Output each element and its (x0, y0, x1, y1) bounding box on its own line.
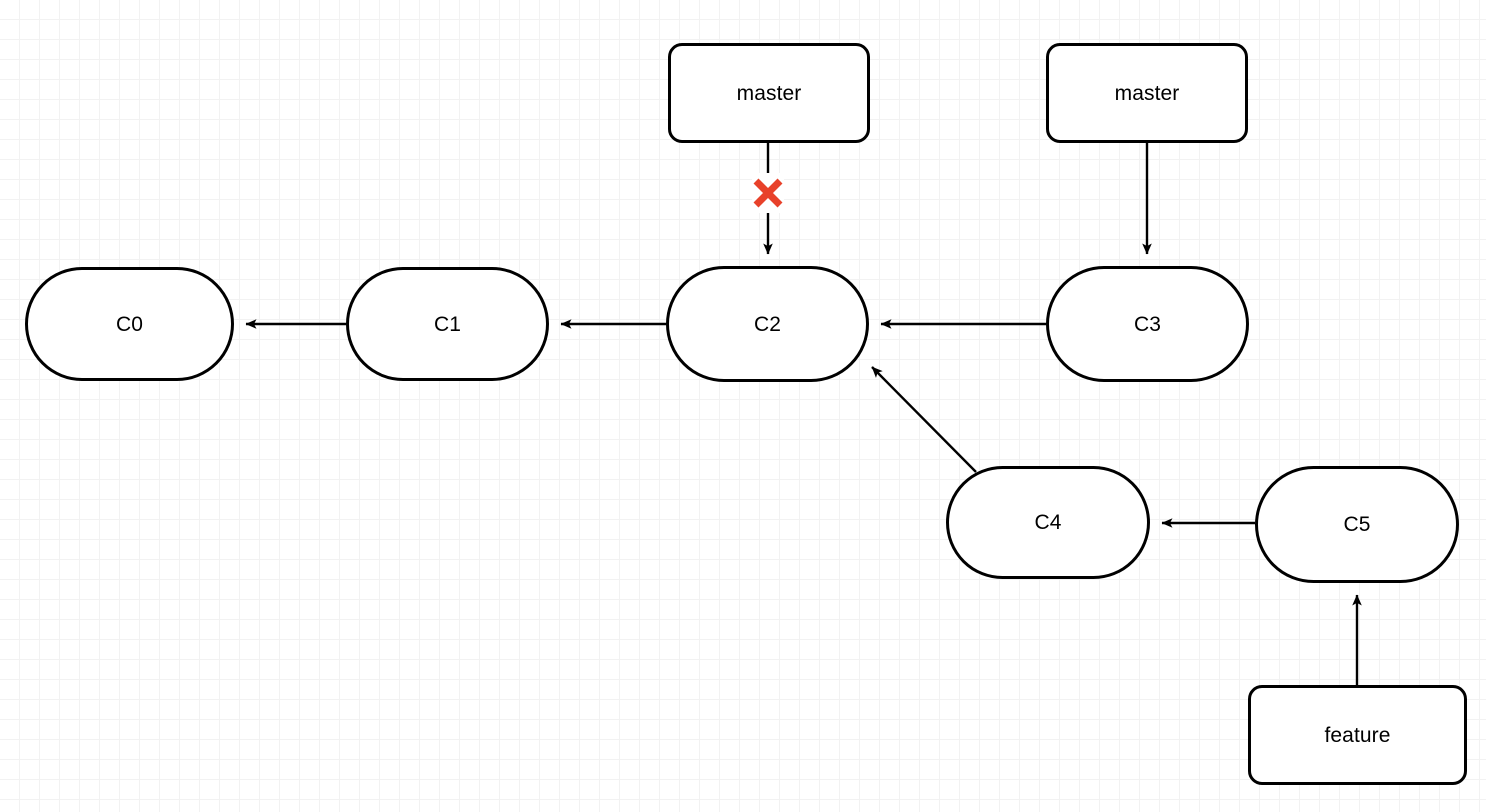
commit-node-c0[interactable]: C0 (25, 267, 234, 381)
commit-label-c3: C3 (1133, 312, 1162, 336)
branch-label-text-master-right: master (1114, 81, 1180, 105)
edge-c4-to-c2[interactable] (871, 366, 977, 473)
edge-gap-mask (752, 173, 784, 213)
branch-label-text-feature: feature (1324, 723, 1391, 747)
commit-label-c4: C4 (1034, 511, 1062, 534)
commit-label-c0: C0 (115, 312, 144, 336)
commit-label-c1: C1 (433, 312, 462, 336)
branch-label-feature[interactable]: feature (1248, 685, 1467, 785)
branch-label-master-left[interactable]: master (668, 43, 870, 143)
commit-node-c1[interactable]: C1 (346, 267, 549, 381)
commit-node-c5[interactable]: C5 (1255, 466, 1459, 583)
commit-label-c5: C5 (1343, 513, 1371, 536)
commit-label-c2: C2 (753, 312, 782, 336)
commit-node-c2[interactable]: C2 (666, 266, 869, 382)
commit-node-c4[interactable]: C4 (946, 466, 1150, 579)
commit-node-c3[interactable]: C3 (1046, 266, 1249, 382)
branch-label-master-right[interactable]: master (1046, 43, 1248, 143)
branch-label-text-master-left: master (736, 81, 802, 105)
